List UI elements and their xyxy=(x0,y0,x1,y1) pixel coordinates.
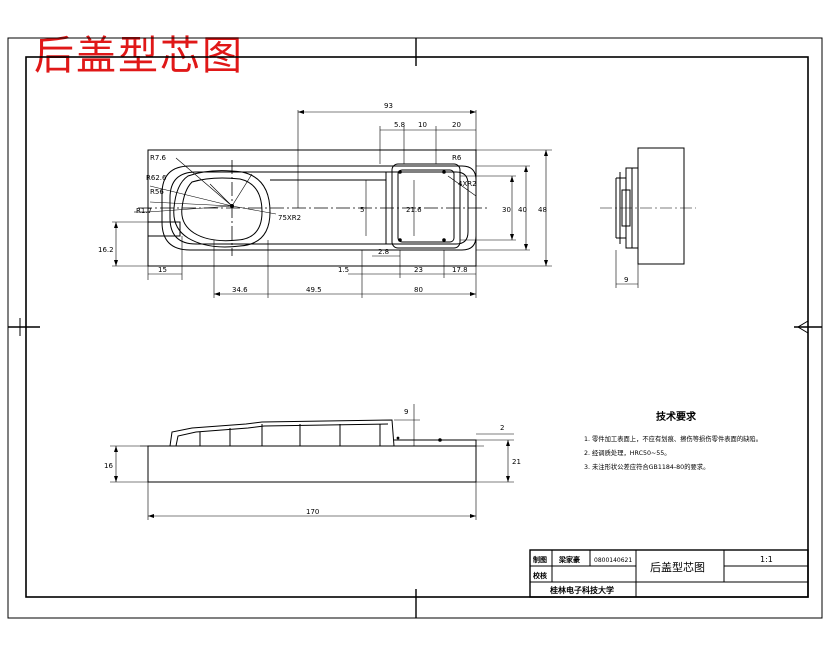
dim-75xr2: 75XR2 xyxy=(278,214,301,222)
dim-r62-6: R62.6 xyxy=(146,174,167,182)
front-view-outline xyxy=(147,445,477,483)
dim-r56: R56 xyxy=(150,188,164,196)
dim-93: 93 xyxy=(384,102,393,110)
school-name: 桂林电子科技大学 xyxy=(549,585,614,595)
student-id: 0800140621 xyxy=(594,557,632,564)
dim-15: 15 xyxy=(158,266,167,274)
dim-4xr2: 4XR2 xyxy=(458,180,477,188)
dim-49-5: 49.5 xyxy=(306,286,322,294)
scale: 1:1 xyxy=(760,555,773,564)
dim-front-21: 21 xyxy=(512,458,521,466)
dim-40: 40 xyxy=(518,206,527,214)
side-view-outline xyxy=(637,147,685,265)
dim-1-5: 1.5 xyxy=(338,266,349,274)
dim-48: 48 xyxy=(538,206,547,214)
notes-heading: 技术要求 xyxy=(656,410,697,423)
dim-5: 5 xyxy=(360,206,364,214)
dim-17-8: 17.8 xyxy=(452,266,468,274)
dim-side-9: 9 xyxy=(624,276,628,284)
note-3: 3. 未注形状公差应符合GB1184-80的要求。 xyxy=(584,462,709,471)
label-check: 校核 xyxy=(533,571,547,580)
dim-2-8: 2.8 xyxy=(378,248,389,256)
label-draw: 制图 xyxy=(533,555,547,564)
dim-front-170: 170 xyxy=(306,508,319,516)
dim-21-6: 21.6 xyxy=(406,206,422,214)
dim-r7-6: R7.6 xyxy=(150,154,167,162)
title-block xyxy=(529,549,809,598)
dim-34-6: 34.6 xyxy=(232,286,248,294)
note-1: 1. 零件加工表面上，不应有划痕、擦伤等损伤零件表面的缺陷。 xyxy=(584,434,762,443)
dim-front-16: 16 xyxy=(104,462,113,470)
dim-30: 30 xyxy=(502,206,511,214)
dim-r1-7: R1.7 xyxy=(136,207,152,215)
dim-10: 10 xyxy=(418,121,427,129)
drafter-name: 梁家豪 xyxy=(558,555,580,564)
dim-r6: R6 xyxy=(452,154,462,162)
dim-front-2: 2 xyxy=(500,424,504,432)
note-2: 2. 经调质处理，HRC50~55。 xyxy=(584,448,671,457)
dim-front-9: 9 xyxy=(404,408,408,416)
outer-frame xyxy=(7,37,823,619)
drawing-name: 后盖型芯图 xyxy=(650,560,705,574)
dim-5-8: 5.8 xyxy=(394,121,405,129)
dim-16-2: 16.2 xyxy=(98,246,114,254)
dim-23: 23 xyxy=(414,266,423,274)
dim-80: 80 xyxy=(414,286,423,294)
sheet-title: 后盖型芯图 xyxy=(34,33,244,79)
dim-20: 20 xyxy=(452,121,461,129)
